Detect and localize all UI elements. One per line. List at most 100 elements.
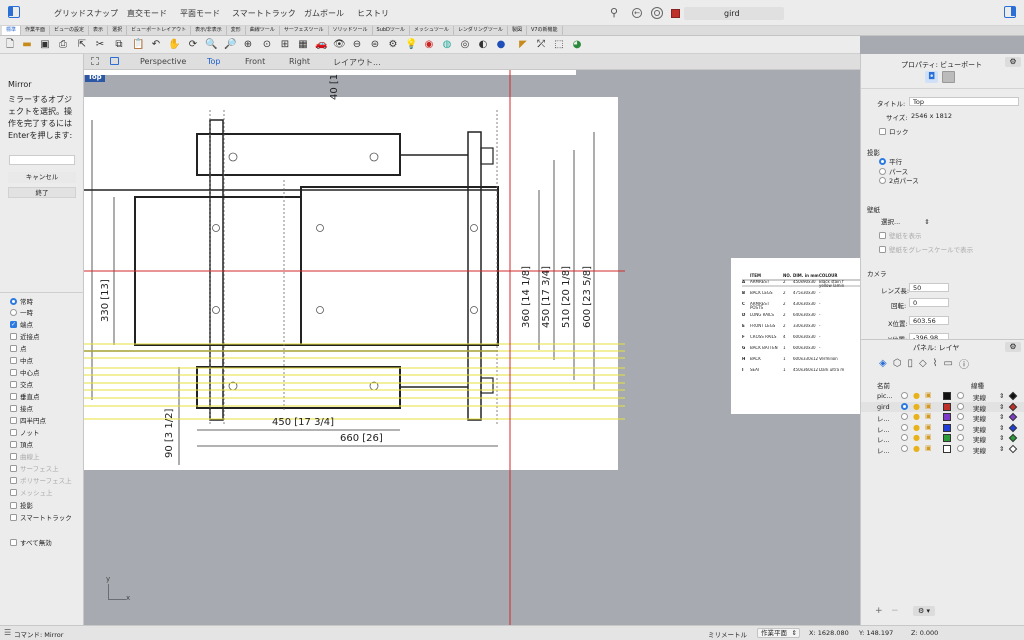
snap-item[interactable]: 近接点 [10, 331, 40, 341]
camera-tab-icon[interactable]: ◘ [925, 71, 938, 83]
zoom-extents-icon[interactable]: ⊕ [243, 39, 253, 50]
xpos-field[interactable]: 603.56 [909, 316, 949, 325]
menu-ortho[interactable]: 直交モード [127, 9, 167, 18]
snap-checkbox[interactable] [10, 440, 17, 448]
render-icon[interactable]: ◉ [424, 39, 434, 50]
add-layer-button[interactable]: + [875, 606, 883, 616]
material-icon[interactable] [957, 392, 964, 399]
tab-select[interactable]: 選択 [108, 26, 128, 35]
remove-layer-button[interactable]: − [891, 606, 899, 616]
tab-v7-new[interactable]: V7の新機能 [527, 26, 563, 35]
disable-all-checkbox[interactable] [10, 538, 17, 546]
snap-checkbox[interactable] [10, 452, 17, 460]
display-icon[interactable]: ▭ [943, 357, 953, 369]
snap-item[interactable]: 中点 [10, 355, 33, 365]
tab-transform[interactable]: 変形 [227, 26, 246, 35]
snap-checkbox[interactable] [10, 501, 17, 509]
rotate-view-icon[interactable]: ⟳ [188, 39, 198, 50]
snap-item[interactable]: ノット [10, 427, 39, 437]
tab-perspective[interactable]: Perspective [140, 57, 187, 66]
snap-item[interactable]: ✓端点 [10, 319, 33, 329]
snap-item[interactable]: 投影 [10, 500, 33, 510]
title-field[interactable]: Top [909, 97, 1019, 106]
cplane-select[interactable]: 作業平面⇕ [757, 628, 800, 638]
bulb-icon[interactable]: ● [913, 391, 920, 400]
rotation-field[interactable]: 0 [909, 298, 949, 307]
layer-row[interactable]: pic...●▣実線⇕ [861, 391, 1024, 402]
menu-gumball[interactable]: ガムボール [304, 9, 344, 18]
material-icon[interactable] [957, 413, 964, 420]
car-icon[interactable]: 🚗 [315, 39, 328, 50]
layer-color-swatch[interactable] [943, 444, 951, 453]
lock-icon[interactable]: ⊖ [352, 39, 362, 50]
linetype[interactable]: 実線 [973, 425, 986, 434]
linetype[interactable]: 実線 [973, 415, 986, 423]
paste-icon[interactable]: 📋 [132, 39, 145, 50]
lock-icon[interactable]: ▣ [925, 422, 932, 431]
snap-checkbox[interactable] [10, 416, 17, 424]
lock-icon[interactable]: ▣ [925, 412, 932, 420]
lock-icon[interactable]: ▣ [925, 443, 932, 452]
top-viewport[interactable]: Top [84, 70, 860, 625]
drawing-picture[interactable] [84, 70, 860, 625]
layer-color-swatch[interactable] [943, 402, 951, 411]
snap-checkbox[interactable] [10, 392, 17, 400]
current-layer-field[interactable]: gird [684, 7, 784, 20]
tab-mesh-tools[interactable]: メッシュツール [410, 26, 454, 35]
print-color-icon[interactable] [1008, 433, 1018, 443]
list-icon[interactable]: ☰ [4, 628, 12, 637]
current-layer-radio[interactable] [901, 413, 908, 420]
tab-display[interactable]: 表示 [89, 26, 109, 35]
zoom-icon[interactable]: 🔍 [205, 39, 218, 50]
globe-icon[interactable]: ◕ [572, 39, 582, 50]
snap-checkbox[interactable] [10, 356, 17, 364]
print-color-icon[interactable] [1008, 412, 1018, 422]
copy-icon[interactable]: ⧉ [115, 39, 123, 50]
menu-smart-track[interactable]: スマートトラック [232, 9, 296, 18]
layer-row[interactable]: レ...●▣実線⇕ [861, 422, 1024, 434]
layer-icon[interactable]: ⊜ [370, 39, 380, 50]
open-file-icon[interactable]: ▬ [22, 39, 32, 50]
snap-checkbox[interactable] [10, 368, 17, 376]
projection-parallel[interactable]: 平行 [879, 156, 902, 166]
properties-icon[interactable]: ⚙ [388, 39, 398, 50]
tab-surface-tools[interactable]: サーフェスツール [280, 26, 329, 35]
current-layer-radio[interactable] [901, 402, 908, 410]
tab-viewport-layout[interactable]: ビューポートレイアウト [127, 26, 192, 35]
tab-visibility[interactable]: 表示/非表示 [191, 26, 227, 35]
menu-planar[interactable]: 平面モード [180, 9, 220, 18]
current-layer-swatch[interactable] [671, 9, 680, 18]
bulb-icon[interactable]: ● [913, 443, 920, 453]
layer-color-swatch[interactable] [943, 434, 951, 442]
material-icon[interactable] [957, 402, 964, 410]
tab-curve-tools[interactable]: 曲線ツール [246, 26, 280, 35]
snap-item[interactable]: ポリサーフェス上 [10, 475, 72, 485]
four-view-icon[interactable]: ⊞ [280, 39, 290, 50]
tab-standard[interactable]: 標準 [2, 26, 22, 35]
filter-icon[interactable]: ⚲ [610, 6, 619, 19]
tab-right[interactable]: Right [289, 57, 311, 66]
layer-options-button[interactable]: ⚙ ▾ [913, 606, 935, 616]
lock-icon[interactable]: ▣ [925, 391, 932, 399]
current-layer-radio[interactable] [901, 434, 908, 441]
snap-checkbox[interactable] [10, 476, 17, 484]
tab-solid-tools[interactable]: ソリッドツール [329, 26, 373, 35]
sphere-icon[interactable]: ● [496, 39, 506, 50]
bulb-icon[interactable]: ● [913, 422, 920, 432]
help-icon[interactable]: ⓘ [959, 359, 969, 371]
tab-view-settings[interactable]: ビューの設定 [50, 26, 90, 35]
layer-row[interactable]: レ...●▣実線⇕ [861, 433, 1024, 444]
snap-item[interactable]: 垂直点 [10, 391, 40, 401]
tab-drafting[interactable]: 製図 [508, 26, 527, 35]
snap-item[interactable]: 常時 [10, 296, 33, 306]
snap-checkbox[interactable] [10, 380, 17, 388]
snap-item[interactable]: 点 [10, 343, 27, 353]
snap-checkbox[interactable] [10, 344, 17, 352]
grid-toggle-icon[interactable] [91, 57, 99, 65]
wallpaper-select[interactable]: 選択...⇕ [881, 216, 930, 226]
snap-item[interactable]: 曲線上 [10, 451, 40, 461]
cancel-button[interactable]: キャンセル [8, 172, 76, 183]
projection-two-point[interactable]: 2点パース [879, 175, 919, 185]
bulb-icon[interactable]: ● [913, 412, 920, 421]
layer-color-swatch[interactable] [943, 413, 951, 421]
